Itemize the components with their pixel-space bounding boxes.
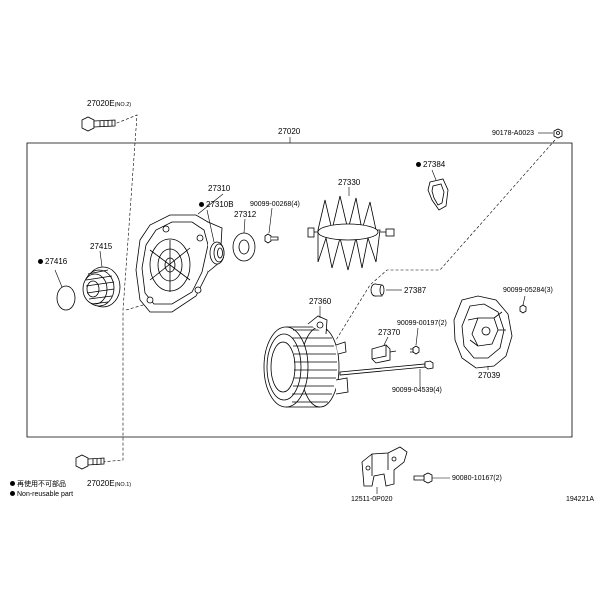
label-90099-04539: 90099-04539(4) <box>392 387 442 394</box>
through-bolt-90099-04539 <box>339 360 434 376</box>
legend-line-1: 再使用不可部品 <box>10 481 66 489</box>
label-27312: 27312 <box>234 210 257 219</box>
label-27020: 27020 <box>278 127 301 136</box>
label-27039: 27039 <box>478 371 501 380</box>
screw-90099-00197 <box>410 345 420 355</box>
label-27330: 27330 <box>338 178 361 187</box>
nut-90099-05284 <box>519 304 527 314</box>
bearing-27310b <box>209 241 225 265</box>
legend-line-2: Non-reusable part <box>10 491 73 499</box>
label-27416: 27416 <box>38 257 67 266</box>
bolt-27020e-no1 <box>75 454 105 470</box>
washer-27416 <box>56 285 76 311</box>
label-27310b: 27310B <box>199 200 234 209</box>
figure-id: 194221A <box>566 496 595 503</box>
legend-dot <box>10 481 15 486</box>
label-27415: 27415 <box>90 242 113 251</box>
rear-cover-27039 <box>453 295 513 369</box>
label-90080-10167: 90080-10167(2) <box>452 475 502 482</box>
legend-dot <box>10 491 15 496</box>
label-27387: 27387 <box>404 286 427 295</box>
label-90099-05284: 90099-05284(3) <box>503 287 553 294</box>
label-27020e-no1: 27020E(NO.1) <box>87 479 132 488</box>
insulator-27387 <box>370 283 385 297</box>
bolt-90080-10167 <box>413 472 433 484</box>
bracket-12511-0p020 <box>361 446 408 487</box>
bolt-27020e-no2 <box>81 116 116 132</box>
label-90178-a0023: 90178-A0023 <box>492 130 535 137</box>
label-27360: 27360 <box>309 297 332 306</box>
non-reusable-marker <box>199 202 204 207</box>
dashed-guides <box>101 114 556 463</box>
nut-90178-a0023 <box>553 128 563 139</box>
rectifier-end-frame-27360 <box>263 315 349 408</box>
label-27020e-no2: 27020E(NO.2) <box>87 99 132 108</box>
label-90099-00268: 90099-00268(4) <box>250 201 300 208</box>
label-27310: 27310 <box>208 184 231 193</box>
label-27370: 27370 <box>378 328 401 337</box>
pulley-27415 <box>82 266 121 308</box>
non-reusable-marker <box>38 259 43 264</box>
non-reusable-marker <box>416 162 421 167</box>
assembly-frame <box>26 142 573 438</box>
rotor-27330 <box>307 195 395 271</box>
seal-27384 <box>427 178 449 211</box>
label-27384: 27384 <box>416 160 445 169</box>
label-12511-0p020: 12511-0P020 <box>351 496 393 503</box>
label-90099-00197: 90099-00197(2) <box>397 320 447 327</box>
regulator-27370 <box>371 344 397 364</box>
retainer-plate-27312 <box>232 232 256 262</box>
screw-90099-00268 <box>264 233 279 244</box>
drive-end-frame-27310 <box>135 214 223 313</box>
